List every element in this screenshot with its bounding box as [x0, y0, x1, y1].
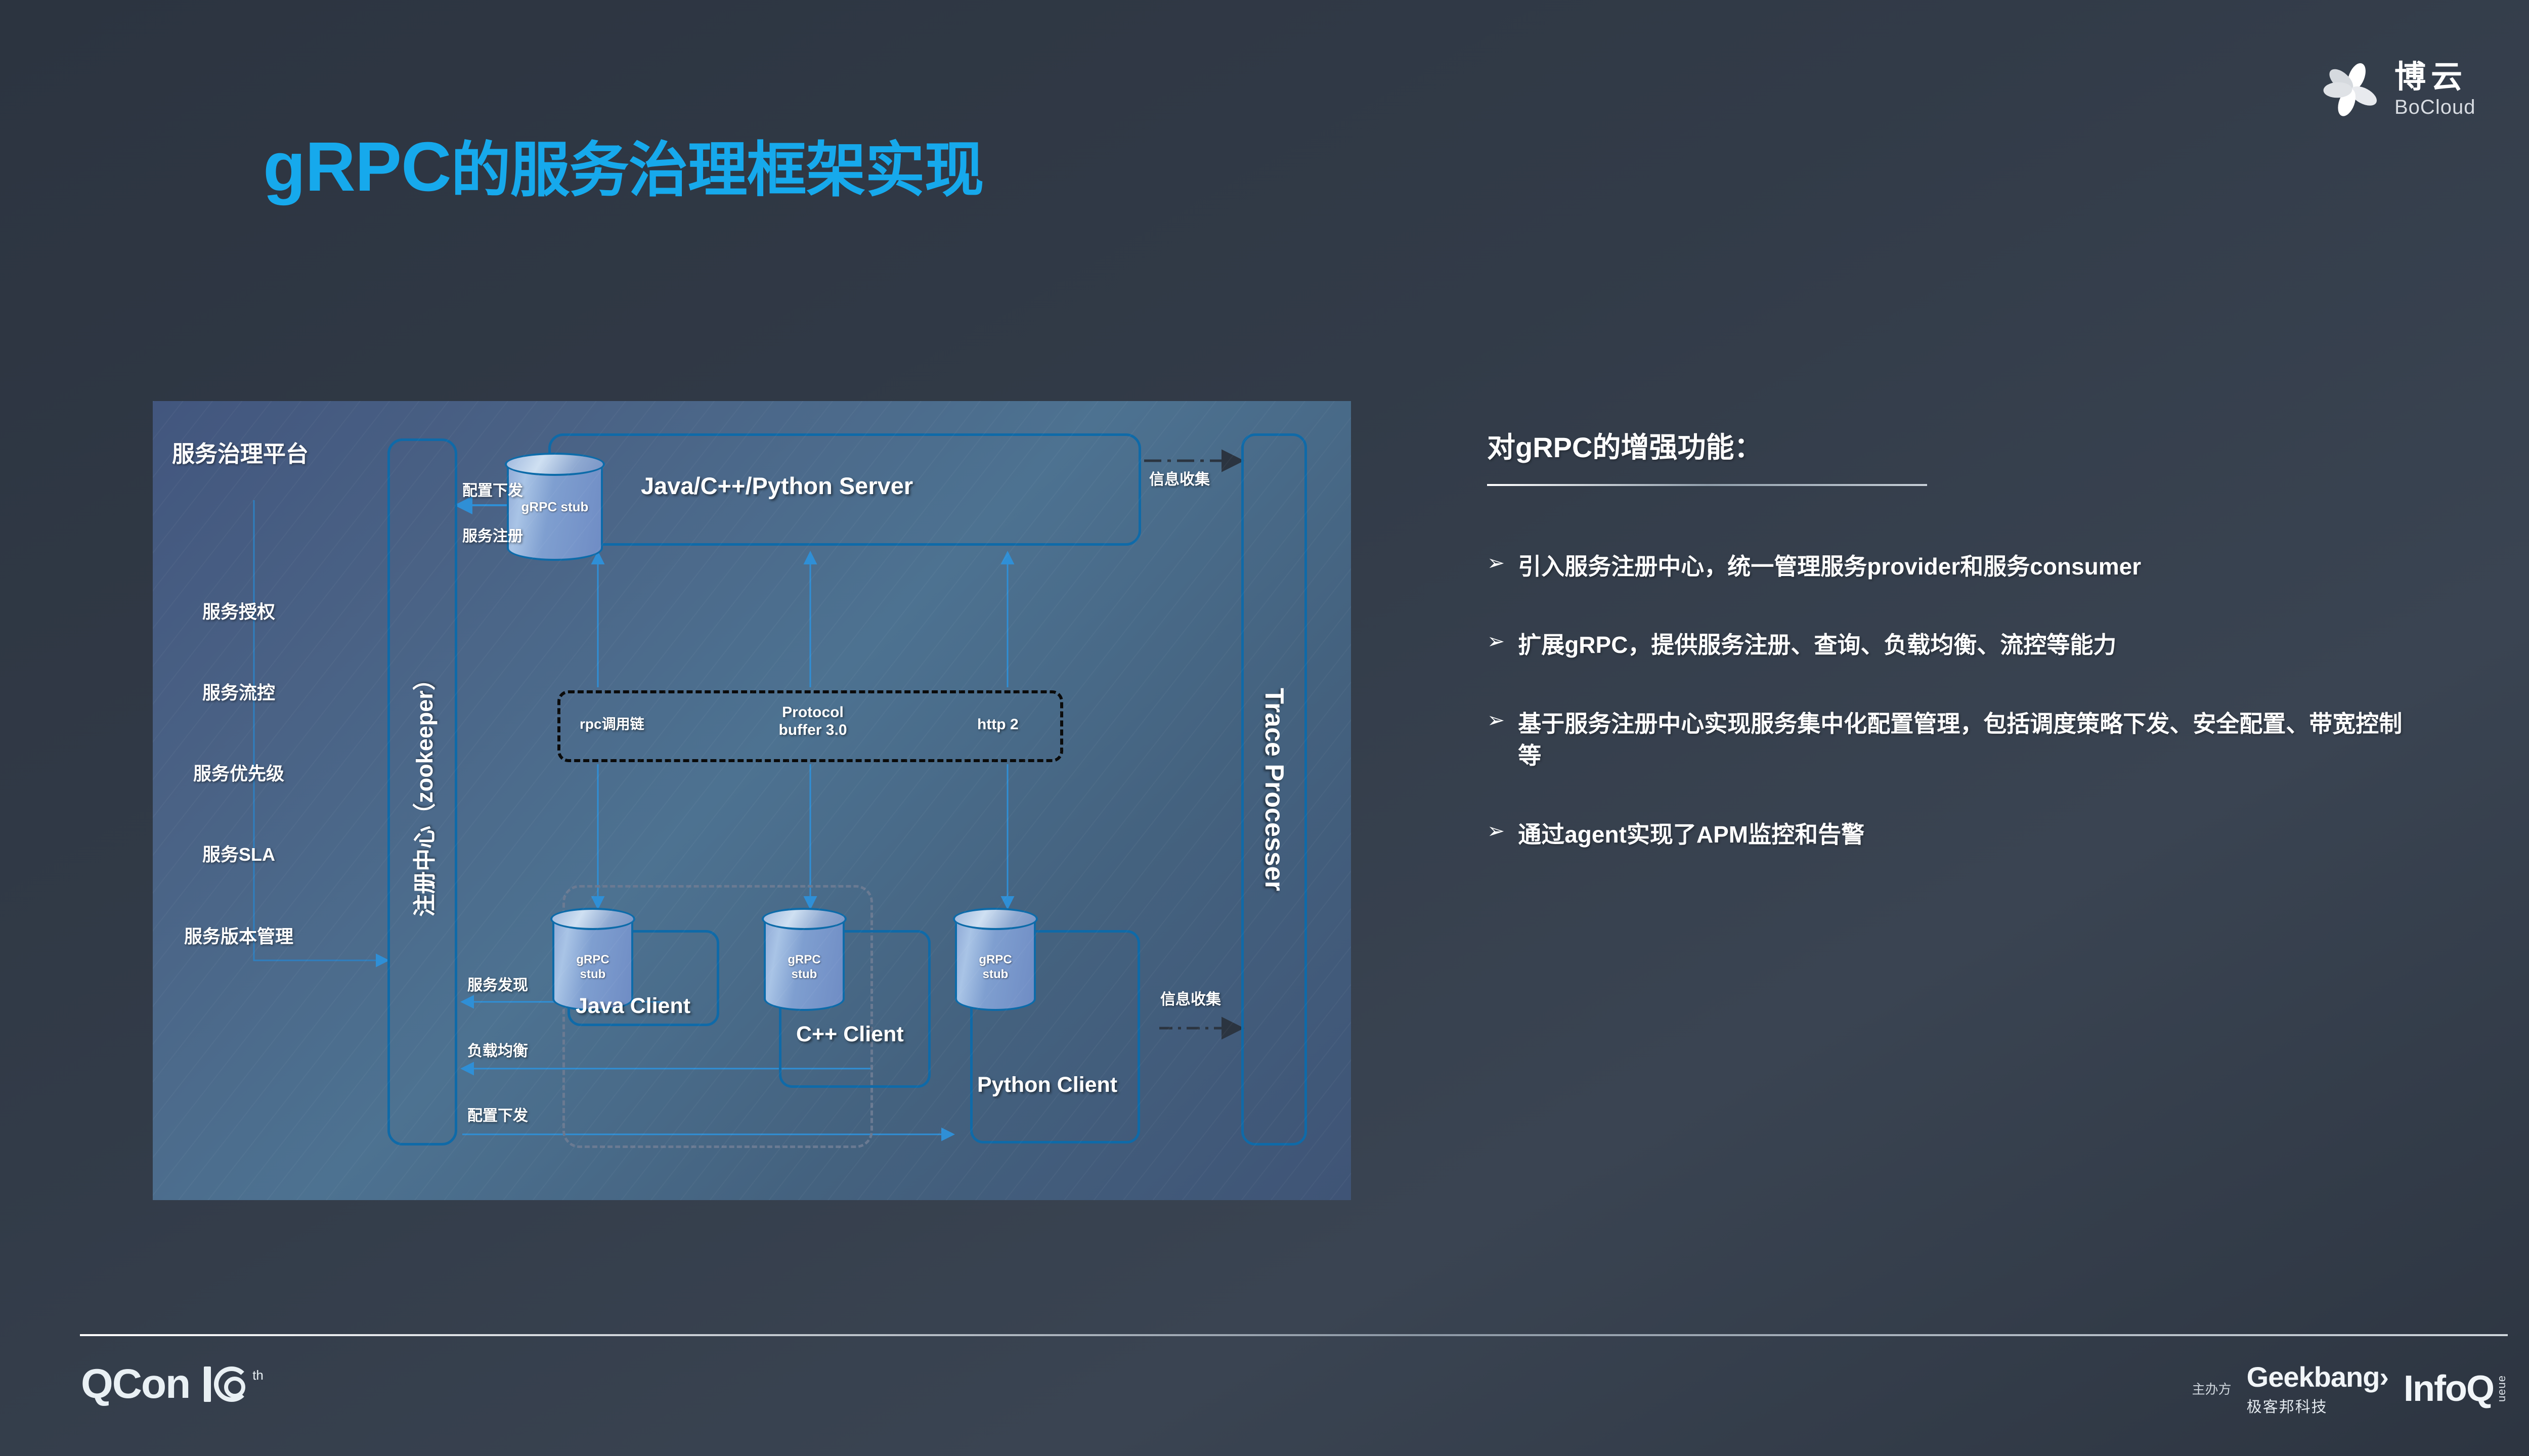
platform-item-1: 服务流控 — [202, 682, 276, 703]
server-stub-label: gRPC stub — [521, 499, 589, 515]
qcon-ordinal: th — [252, 1367, 264, 1383]
sponsor-footer: 主办方 Geekbang› 极客邦科技 InfoQ ueue — [2192, 1360, 2508, 1417]
enhancement-item-3: 通过agent实现了APM监控和告警 — [1518, 821, 1865, 848]
geekbang-wordmark: Geekbang› — [2246, 1361, 2389, 1393]
arrow-label-load-balance: 负载均衡 — [467, 1043, 528, 1060]
arrow-label-info-collect-top: 信息收集 — [1149, 471, 1210, 488]
arrow-label-config-push-server: 配置下发 — [462, 482, 523, 499]
qcon-logo: QCon th — [81, 1360, 264, 1408]
qcon-wordmark: QCon — [81, 1361, 191, 1407]
enhancement-item-1: 扩展gRPC，提供服务注册、查询、负载均衡、流控等能力 — [1518, 632, 2117, 658]
bullet-arrow-icon: ➢ — [1487, 818, 1505, 843]
enhancement-item-2: 基于服务注册中心实现服务集中化配置管理，包括调度策略下发、安全配置、带宽控制等 — [1518, 710, 2403, 769]
platform-item-0: 服务授权 — [202, 601, 276, 622]
protocol-buffer-label: Protocol buffer 3.0 — [760, 703, 866, 739]
bocloud-logo: 博云 BoCloud — [2322, 60, 2475, 119]
platform-title: 服务治理平台 — [172, 441, 309, 467]
protocol-rpc-chain: rpc调用链 — [580, 716, 644, 732]
server-title: Java/C++/Python Server — [641, 472, 913, 499]
infoq-wordmark: InfoQ — [2404, 1368, 2495, 1409]
trace-processor-label-wrap: Trace Processer — [1241, 433, 1307, 1145]
protocol-buffer-line1: Protocol — [782, 704, 844, 721]
page-title: gRPC的服务治理框架实现 — [263, 121, 984, 208]
qcon-anniversary-icon: th — [204, 1366, 264, 1402]
arrow-label-config-push-client: 配置下发 — [467, 1108, 528, 1124]
registry-label: 注册中心（zookeeper） — [411, 667, 438, 917]
infoq-suffix: ueue — [2495, 1375, 2508, 1402]
logo-chinese-name: 博云 — [2394, 60, 2468, 95]
sponsor-label: 主办方 — [2192, 1382, 2232, 1397]
java-client-label: Java Client — [576, 994, 691, 1018]
bullet-arrow-icon: ➢ — [1487, 629, 1505, 653]
geekbang-logo: Geekbang› 极客邦科技 — [2246, 1360, 2389, 1417]
page-title-chinese: 的服务治理框架实现 — [451, 137, 984, 204]
platform-item-2: 服务优先级 — [193, 763, 285, 784]
bullet-arrow-icon: ➢ — [1487, 708, 1505, 732]
cpp-client-label: C++ Client — [796, 1022, 904, 1046]
bullet-arrow-icon: ➢ — [1487, 551, 1505, 575]
enhancement-divider — [1487, 484, 1927, 486]
registry-box — [387, 438, 457, 1145]
list-item: ➢ 基于服务注册中心实现服务集中化配置管理，包括调度策略下发、安全配置、带宽控制… — [1487, 708, 2478, 772]
geekbang-chinese-name: 极客邦科技 — [2246, 1399, 2328, 1416]
java-grpc-stub-cylinder: gRPC stub — [550, 908, 635, 1011]
registry-label-wrap: 注册中心（zookeeper） — [387, 438, 457, 1145]
platform-item-4: 服务版本管理 — [184, 926, 294, 947]
list-item: ➢ 引入服务注册中心，统一管理服务provider和服务consumer — [1487, 551, 2478, 583]
platform-item-3: 服务SLA — [202, 844, 276, 865]
protocol-box — [557, 690, 1063, 762]
arrow-label-info-collect-bottom: 信息收集 — [1160, 991, 1221, 1008]
architecture-diagram: 服务治理平台 服务授权 服务流控 服务优先级 服务SLA 服务版本管理 注册中心… — [153, 401, 1351, 1200]
clients-group-boundary — [562, 885, 873, 1148]
protocol-buffer-line2: buffer 3.0 — [778, 722, 847, 739]
arrow-label-service-discovery: 服务发现 — [467, 977, 528, 994]
page-title-latin: gRPC — [263, 128, 452, 206]
pinwheel-flower-icon — [2322, 60, 2381, 119]
infoq-logo: InfoQ ueue — [2404, 1368, 2508, 1409]
enhancement-panel: 对gRPC的增强功能： ➢ 引入服务注册中心，统一管理服务provider和服务… — [1487, 425, 2478, 897]
logo-latin-name: BoCloud — [2394, 96, 2476, 118]
enhancement-item-0: 引入服务注册中心，统一管理服务provider和服务consumer — [1518, 553, 2142, 580]
list-item: ➢ 扩展gRPC，提供服务注册、查询、负载均衡、流控等能力 — [1487, 629, 2478, 661]
protocol-http2: http 2 — [977, 716, 1019, 733]
enhancement-heading: 对gRPC的增强功能： — [1487, 431, 1763, 463]
arrow-label-service-register: 服务注册 — [462, 528, 523, 545]
footer-divider — [80, 1334, 2508, 1336]
python-grpc-stub-cylinder: gRPC stub — [953, 908, 1038, 1011]
cpp-client-box — [779, 930, 931, 1088]
cpp-stub-label: gRPC stub — [788, 953, 821, 982]
list-item: ➢ 通过agent实现了APM监控和告警 — [1487, 819, 2478, 851]
enhancement-list: ➢ 引入服务注册中心，统一管理服务provider和服务consumer ➢ 扩… — [1487, 551, 2478, 851]
java-stub-label: gRPC stub — [576, 953, 609, 982]
diagram-connectors — [253, 449, 1244, 1141]
trace-processor-label: Trace Processer — [1259, 688, 1289, 891]
python-stub-label: gRPC stub — [979, 953, 1012, 982]
python-client-label: Python Client — [977, 1073, 1118, 1097]
cpp-grpc-stub-cylinder: gRPC stub — [762, 908, 847, 1011]
server-grpc-stub-cylinder: gRPC stub — [505, 453, 605, 561]
python-client-box — [970, 930, 1140, 1143]
trace-processor-box — [1241, 433, 1307, 1145]
